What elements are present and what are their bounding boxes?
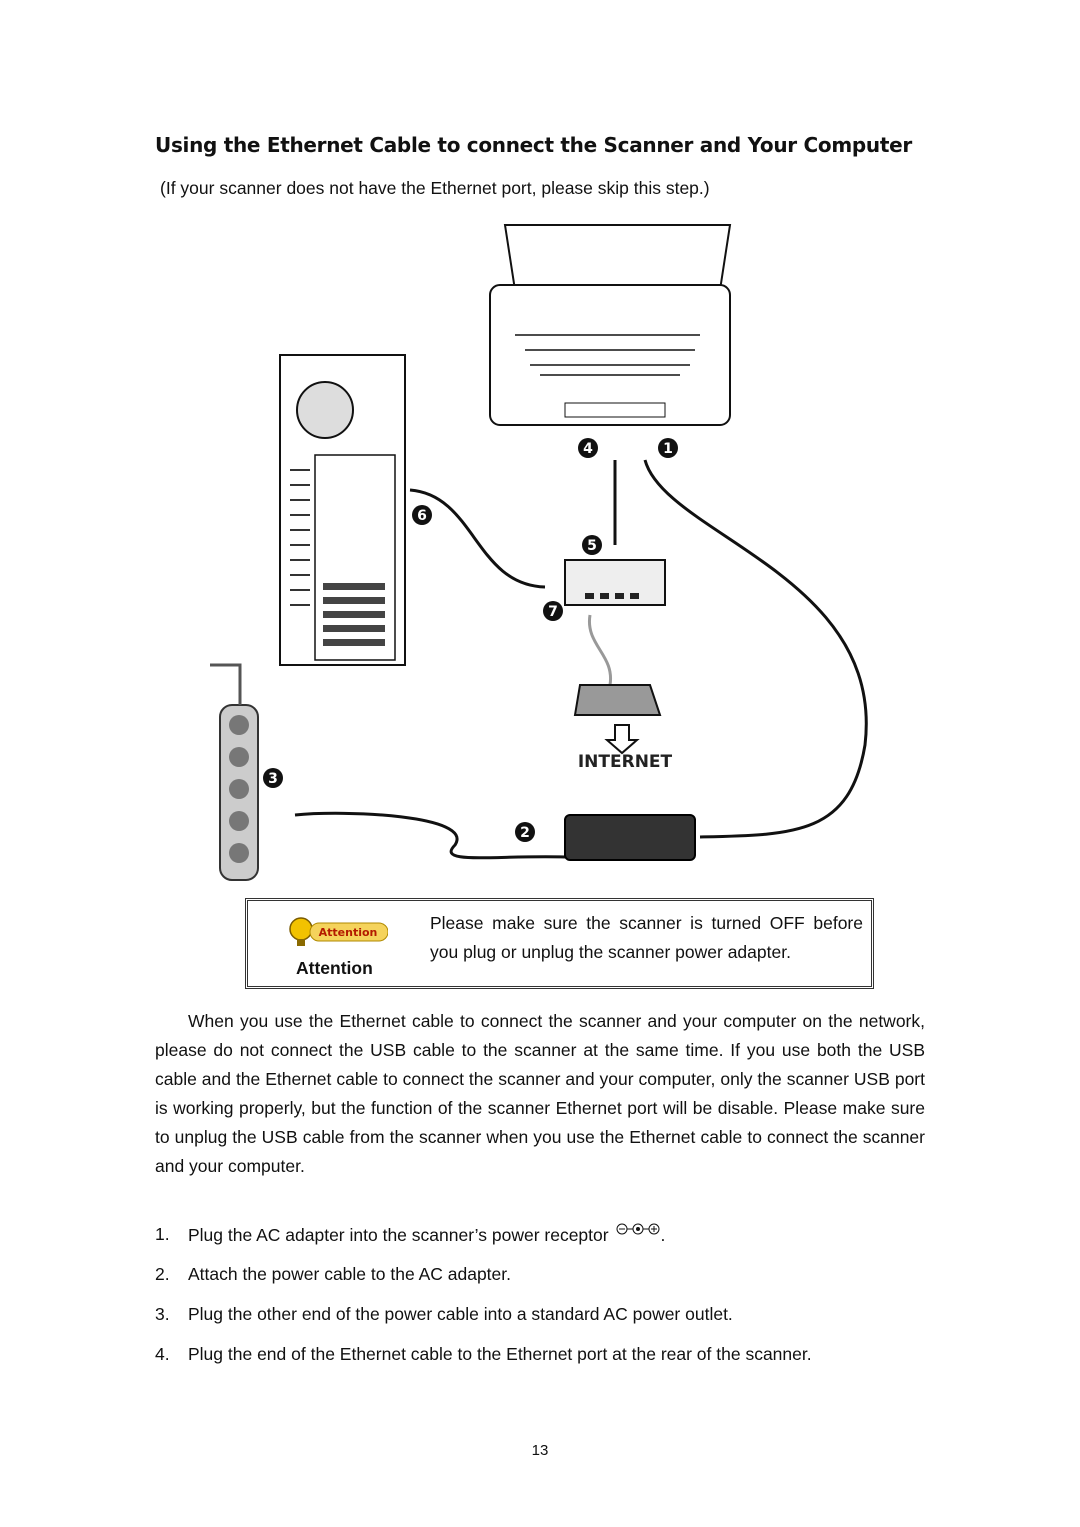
down-arrow bbox=[604, 724, 640, 755]
list-item: 2. Attach the power cable to the AC adap… bbox=[155, 1262, 925, 1302]
power-strip bbox=[219, 704, 259, 881]
power-cable-scanner bbox=[643, 459, 868, 839]
step-number: 4. bbox=[155, 1344, 170, 1364]
callout-7: 7 bbox=[543, 601, 563, 621]
network-switch bbox=[564, 559, 666, 606]
callout-2: 2 bbox=[515, 822, 535, 842]
lightbulb-icon: Attention bbox=[289, 917, 388, 946]
skip-note: (If your scanner does not have the Ether… bbox=[160, 178, 710, 198]
scanner bbox=[489, 224, 732, 426]
internet-label: INTERNET bbox=[578, 752, 673, 772]
step-number: 2. bbox=[155, 1264, 170, 1284]
power-receptor-icon bbox=[616, 1223, 660, 1235]
ethernet-cable-pc bbox=[409, 488, 546, 589]
svg-text:4: 4 bbox=[583, 441, 593, 457]
connection-diagram: INTERNET 4 1 6 5 7 3 2 bbox=[210, 224, 868, 881]
step-text: Plug the AC adapter into the scanner’s p… bbox=[188, 1225, 609, 1245]
list-item: 1. Plug the AC adapter into the scanner’… bbox=[155, 1222, 925, 1262]
svg-text:1: 1 bbox=[663, 441, 673, 457]
step-number: 3. bbox=[155, 1304, 170, 1324]
list-item: 3. Plug the other end of the power cable… bbox=[155, 1302, 925, 1342]
callout-3: 3 bbox=[263, 768, 283, 788]
step-text: Plug the other end of the power cable in… bbox=[188, 1304, 733, 1324]
callout-4: 4 bbox=[578, 438, 598, 458]
body-paragraph: When you use the Ethernet cable to conne… bbox=[155, 1011, 925, 1176]
step-text: Attach the power cable to the AC adapter… bbox=[188, 1264, 511, 1284]
step-suffix: . bbox=[660, 1225, 666, 1245]
modem bbox=[573, 684, 662, 716]
page-number: 13 bbox=[531, 1442, 549, 1459]
attention-badge-text: Attention bbox=[319, 926, 378, 939]
callout-1: 1 bbox=[658, 438, 678, 458]
steps-list: 1. Plug the AC adapter into the scanner’… bbox=[155, 1222, 925, 1382]
step-number: 1. bbox=[155, 1224, 170, 1244]
callout-5: 5 bbox=[582, 535, 602, 555]
power-adapter bbox=[564, 814, 696, 861]
attention-box: Attention Attention Please make sure the… bbox=[245, 898, 874, 989]
svg-text:5: 5 bbox=[587, 538, 597, 554]
power-strip-cord bbox=[210, 663, 242, 705]
step-text: Plug the end of the Ethernet cable to th… bbox=[188, 1344, 812, 1364]
attention-text: Please make sure the scanner is turned O… bbox=[430, 913, 863, 962]
svg-text:7: 7 bbox=[548, 604, 558, 620]
callout-6: 6 bbox=[412, 505, 432, 525]
cables-group bbox=[294, 459, 868, 860]
attention-label: Attention bbox=[296, 958, 373, 978]
svg-text:6: 6 bbox=[417, 508, 427, 524]
svg-text:3: 3 bbox=[268, 771, 278, 787]
list-item: 4. Plug the end of the Ethernet cable to… bbox=[155, 1342, 925, 1382]
svg-text:2: 2 bbox=[520, 825, 530, 841]
computer-tower bbox=[279, 354, 406, 666]
ac-power-cord bbox=[294, 811, 566, 860]
modem-cable bbox=[587, 614, 613, 686]
page-heading: Using the Ethernet Cable to connect the … bbox=[155, 133, 912, 157]
